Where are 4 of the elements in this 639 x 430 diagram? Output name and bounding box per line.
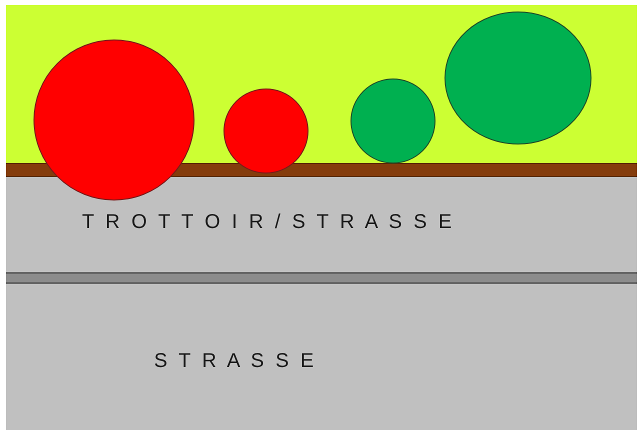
road-band [6, 177, 637, 272]
band-label: T R O T T O I R / S T R A S S E [82, 210, 452, 235]
band-label: S T R A S S E [154, 349, 314, 374]
road-band [6, 284, 637, 430]
